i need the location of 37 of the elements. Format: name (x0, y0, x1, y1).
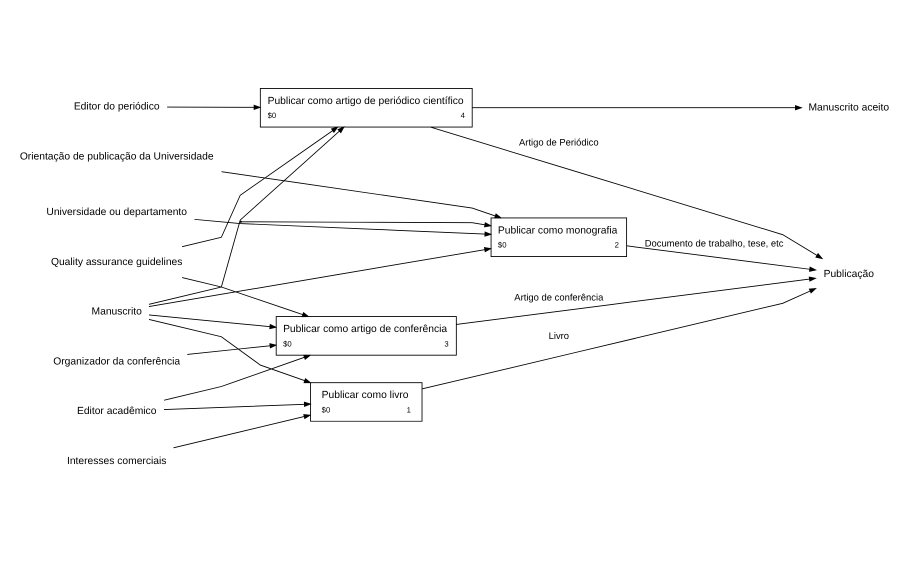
node-text: Organizador da conferência (53, 356, 180, 368)
node-text: Manuscrito (92, 306, 142, 318)
node-text: Universidade ou departamento (46, 207, 188, 218)
arrow (163, 402, 312, 410)
node-box: Publicar como artigo de periódico científico $0 4 (260, 88, 473, 128)
arrow (186, 343, 278, 355)
arrow (182, 126, 339, 248)
edge-label: Artigo de Periódico (519, 136, 599, 148)
node-text: Manuscrito aceito (808, 102, 890, 114)
node-box: Publicar como livro $0 1 (310, 382, 422, 422)
node-text: Editor do periódico (74, 102, 160, 113)
edge-label: Livro (548, 330, 570, 342)
arrow (164, 354, 312, 401)
arrow (173, 414, 312, 448)
node-text: Publicação (824, 268, 874, 280)
arrow (148, 314, 278, 330)
arrow (148, 318, 312, 384)
node-text: Interesses comerciais (67, 456, 166, 467)
arrow (221, 171, 502, 218)
node-box: Publicar como monografia $0 2 (490, 218, 628, 257)
arrow (422, 288, 817, 390)
arrow (166, 104, 262, 110)
arrow (241, 221, 492, 228)
edge-label: Artigo de conferência (514, 292, 604, 303)
node-text: Orientação de publicação da Universidade (20, 151, 214, 162)
arrow (182, 277, 310, 318)
arrow (148, 247, 492, 307)
arrow (194, 218, 492, 237)
arrow (148, 126, 345, 305)
node-text: Quality assurance guidelines (50, 256, 182, 268)
node-box: Publicar como artigo de conferência $0 3 (276, 316, 457, 356)
arrow (472, 105, 803, 110)
arrow (430, 126, 824, 260)
arrow (626, 245, 818, 272)
node-text: Editor acadêmico (76, 406, 156, 418)
arrow (456, 276, 817, 325)
edge-label: Documento de trabalho, tese, etc (644, 238, 784, 249)
